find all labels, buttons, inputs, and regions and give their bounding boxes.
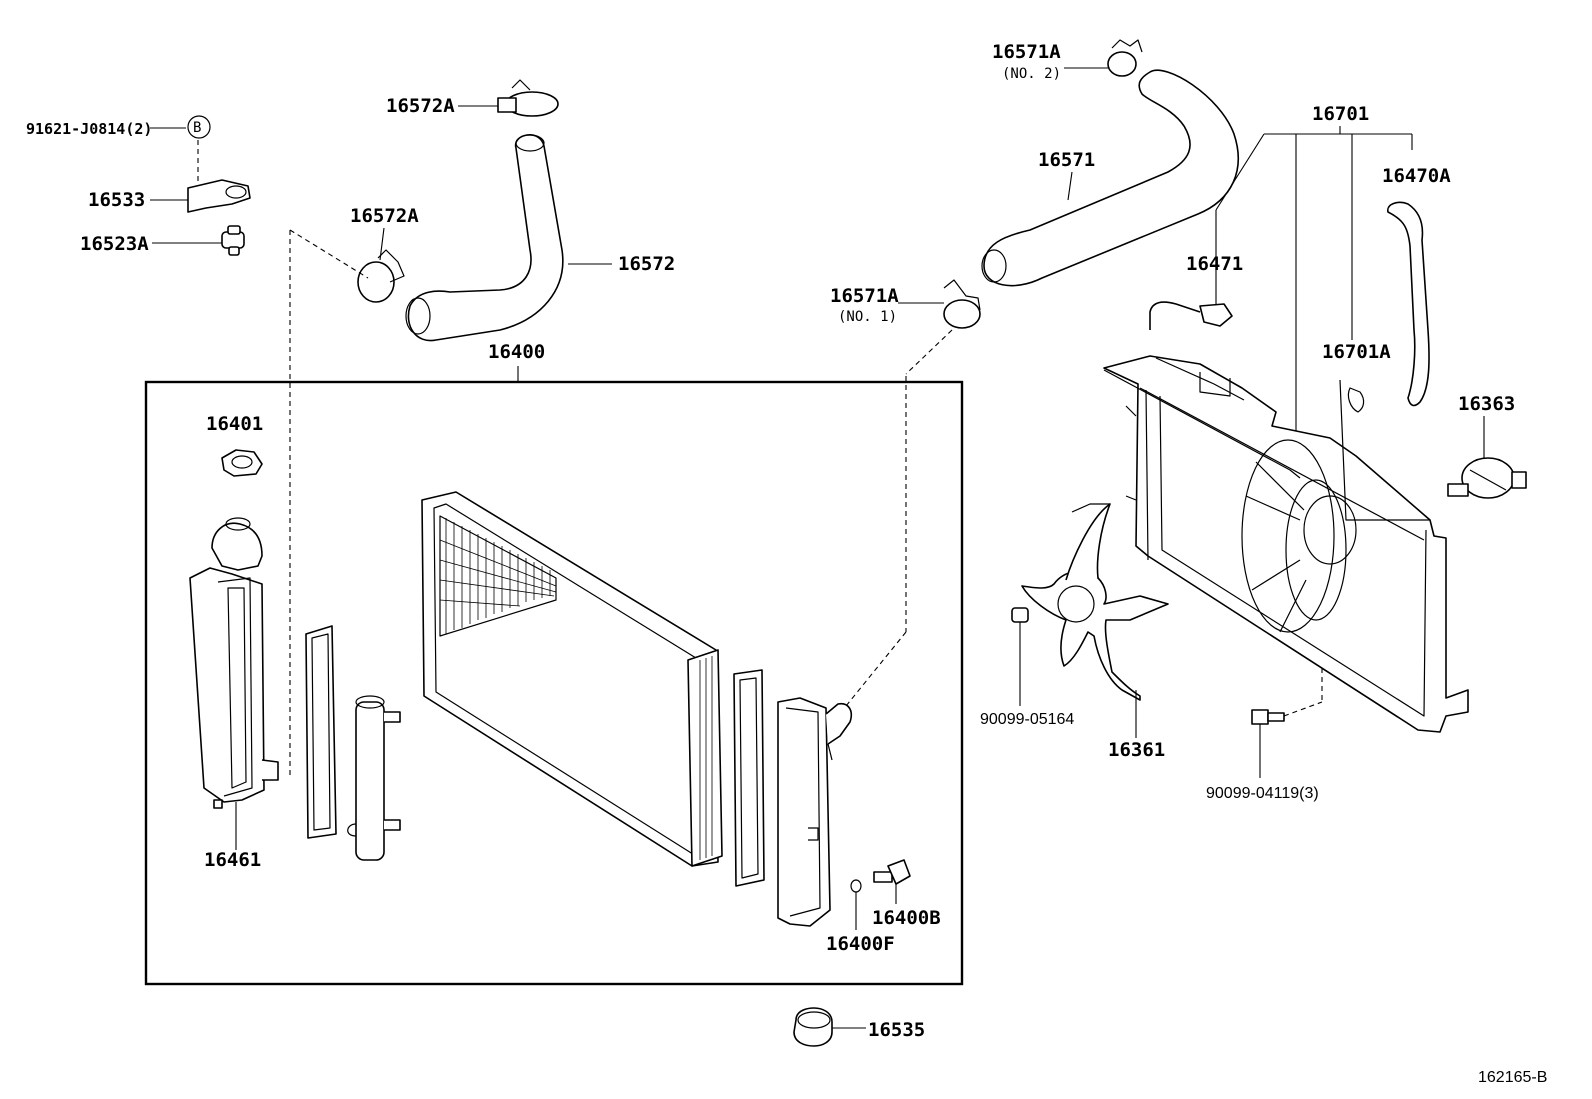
oring-16400F-part	[850, 879, 862, 893]
clamp-16572A-mid-part	[357, 249, 405, 303]
label-16400F[interactable]: 16400F	[826, 933, 895, 955]
label-16470A[interactable]: 16470A	[1382, 165, 1451, 187]
radiator-assembly-box	[144, 380, 964, 986]
label-90099-05164[interactable]: 90099-05164	[980, 711, 1074, 728]
gasket-left-part	[305, 625, 337, 839]
label-16571[interactable]: 16571	[1038, 149, 1095, 171]
label-16400[interactable]: 16400	[488, 341, 545, 363]
tank-right-part	[777, 697, 853, 927]
dashed-guide-inlet	[289, 229, 369, 279]
label-16361[interactable]: 16361	[1108, 739, 1165, 761]
callout-b-label: B	[193, 120, 201, 136]
bracket-16533-part	[187, 179, 251, 213]
fan-motor-16363-part	[1447, 457, 1527, 499]
dashed-guide-bolt	[1283, 701, 1323, 717]
hose-16572-part	[405, 134, 564, 342]
label-16572A-mid[interactable]: 16572A	[350, 205, 419, 227]
label-16571A-bottom[interactable]: 16571A	[830, 285, 899, 307]
label-16571A-top[interactable]: 16571A	[992, 41, 1061, 63]
leader-16701-to-16471	[1215, 133, 1265, 211]
hose-16571-part	[981, 69, 1239, 287]
label-16461[interactable]: 16461	[204, 849, 261, 871]
figure-code: 162165-B	[1478, 1069, 1547, 1086]
dashed-guide-right-diag	[845, 631, 907, 707]
bolt-90099-04119-part	[1251, 709, 1285, 725]
label-16571A-bottom-note: (NO. 1)	[838, 309, 897, 325]
mount-16535-part	[793, 1007, 833, 1047]
leader-16571	[1067, 171, 1073, 201]
fan-shroud-part	[1103, 355, 1469, 733]
label-16571A-top-note: (NO. 2)	[1002, 66, 1061, 82]
dashed-guide-outlet	[905, 329, 953, 375]
callout-b-circle	[187, 115, 211, 139]
label-16401[interactable]: 16401	[206, 413, 263, 435]
label-16535[interactable]: 16535	[868, 1019, 925, 1041]
label-91621-J0814[interactable]: 91621-J0814(2)	[26, 120, 152, 138]
gasket-right-part	[733, 669, 765, 887]
clamp-16571A-top-part	[1107, 39, 1143, 77]
radiator-core-part	[421, 491, 723, 867]
hose-16471-part	[1149, 301, 1233, 330]
grommet-16523A-part	[221, 225, 245, 256]
tank-16461-part	[189, 517, 279, 809]
label-16471[interactable]: 16471	[1186, 253, 1243, 275]
label-16701A[interactable]: 16701A	[1322, 341, 1391, 363]
fan-16361-part	[1021, 503, 1169, 701]
clip-16701A-part	[1347, 387, 1365, 413]
label-16533[interactable]: 16533	[88, 189, 145, 211]
label-16363[interactable]: 16363	[1458, 393, 1515, 415]
label-90099-04119[interactable]: 90099-04119(3)	[1206, 785, 1319, 802]
hose-16470A-part	[1387, 201, 1430, 407]
label-16572A-top[interactable]: 16572A	[386, 95, 455, 117]
pipe-part	[347, 695, 401, 861]
clamp-16571A-bottom-part	[943, 279, 981, 329]
clamp-16572A-top-part	[497, 79, 559, 117]
label-16572[interactable]: 16572	[618, 253, 675, 275]
label-16523A[interactable]: 16523A	[80, 233, 149, 255]
nut-90099-05164-part	[1011, 607, 1029, 623]
drain-cock-16400B-part	[873, 859, 911, 885]
label-16701[interactable]: 16701	[1312, 103, 1369, 125]
cap-16401-part	[221, 449, 263, 477]
label-16400B[interactable]: 16400B	[872, 907, 941, 929]
